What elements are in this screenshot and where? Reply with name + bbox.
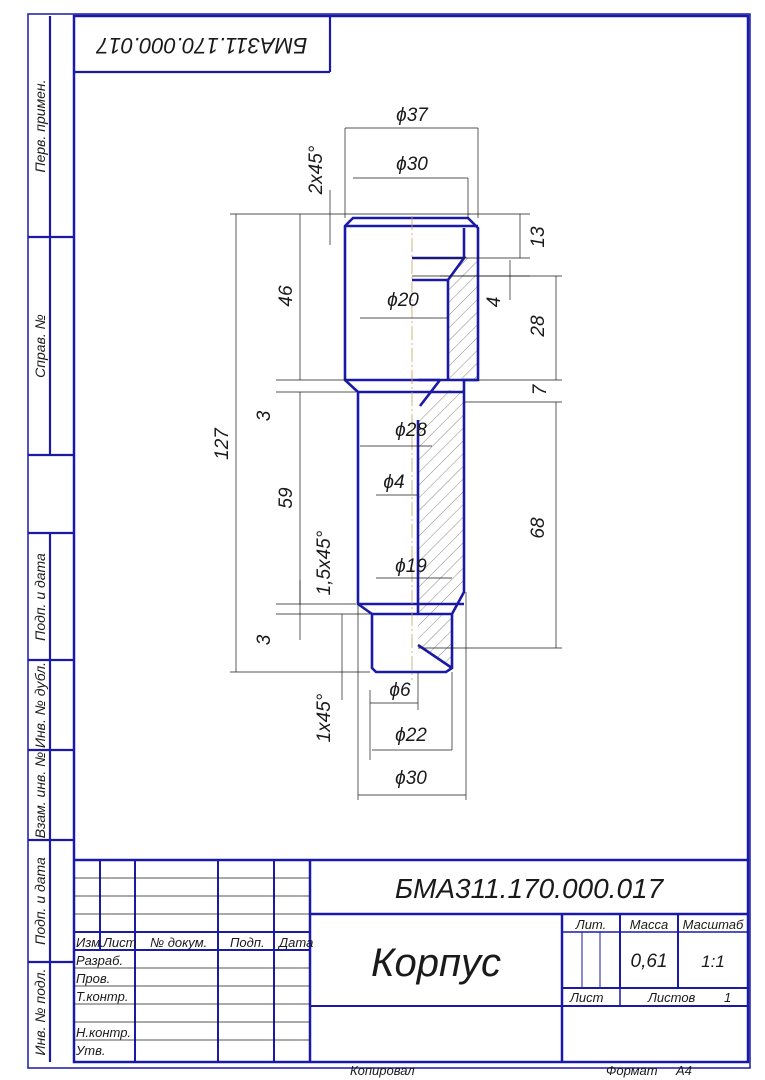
sheet-label: Лист (569, 990, 604, 1005)
dim-len-46: 46 (276, 285, 297, 307)
inv-dubl-label: Инв. № дубл. (32, 662, 48, 748)
top-designation-box: БМА311.170.000.017 (74, 16, 332, 74)
dimension-lines (230, 127, 562, 800)
dimension-texts: ϕ37 ϕ30 2x45° ϕ20 ϕ28 ϕ4 ϕ19 ϕ6 ϕ22 ϕ30 … (212, 105, 551, 789)
inv-podl-label: Инв. № подл. (32, 969, 48, 1056)
row-utv: Утв. (75, 1043, 106, 1058)
row-prov: Пров. (76, 971, 110, 986)
dim-len-59: 59 (276, 487, 297, 509)
lit-label: Лит. (575, 917, 606, 932)
inner-frame (72, 14, 750, 1064)
header-data: Дата (277, 935, 313, 950)
dim-len-68: 68 (528, 517, 549, 539)
header-n-dokum: № докум. (150, 935, 207, 950)
sheets-total: 1 (724, 990, 731, 1005)
dim-chamfer-top: 2x45° (306, 145, 327, 195)
dim-d28: ϕ28 (395, 420, 427, 441)
outer-frame (27, 13, 751, 1069)
dim-d22: ϕ22 (395, 725, 427, 746)
dim-len-4: 4 (484, 297, 505, 308)
format-value: А4 (675, 1063, 692, 1078)
format-label: Формат (606, 1063, 658, 1078)
mass-value: 0,61 (631, 951, 668, 972)
dim-d20: ϕ20 (387, 290, 419, 311)
sheets-label: Листов (647, 990, 696, 1005)
dim-d6: ϕ6 (389, 680, 411, 701)
dim-len-127: 127 (212, 427, 233, 460)
designation: БМА311.170.000.017 (395, 873, 665, 904)
header-list: Лист (102, 935, 137, 950)
header-izm: Изм. (76, 935, 104, 950)
dim-d30-top: ϕ30 (396, 154, 428, 175)
row-razrab: Разраб. (76, 953, 123, 968)
dim-len-7: 7 (530, 383, 551, 395)
mass-label: Масса (630, 917, 668, 932)
mirrored-designation: БМА311.170.000.017 (96, 33, 308, 58)
header-podp: Подп. (230, 935, 265, 950)
row-n-kontr: Н.контр. (76, 1025, 131, 1040)
dim-chamfer-mid: 1,5x45° (314, 530, 335, 595)
dim-len-3b: 3 (254, 634, 275, 645)
left-strip: Перв. примен. Справ. № Подп. и дата Инв.… (28, 16, 74, 1062)
part-name: Корпус (371, 941, 501, 985)
scale-value: 1:1 (701, 952, 725, 971)
podp-data-label-2: Подп. и дата (32, 857, 48, 945)
dim-len-13: 13 (528, 226, 549, 248)
dim-chamfer-bottom: 1x45° (314, 693, 335, 742)
copied-label: Копировал (350, 1063, 415, 1078)
dim-d4: ϕ4 (383, 472, 404, 493)
title-block: Изм. Лист № докум. Подп. Дата Разраб. Пр… (74, 858, 748, 1078)
row-t-kontr: Т.контр. (76, 989, 128, 1004)
part-drawing (343, 216, 480, 680)
sprav-no-label: Справ. № (32, 314, 48, 378)
podp-data-label-1: Подп. и дата (32, 553, 48, 641)
scale-label: Масштаб (683, 917, 744, 932)
dim-d19: ϕ19 (395, 556, 427, 577)
vzam-inv-label: Взам. инв. № (32, 752, 48, 839)
dim-d37: ϕ37 (396, 105, 429, 126)
dim-len-3a: 3 (254, 410, 275, 421)
dim-d30-bottom: ϕ30 (395, 768, 427, 789)
dim-len-28: 28 (528, 315, 549, 338)
perv-primen-label: Перв. примен. (32, 79, 48, 172)
